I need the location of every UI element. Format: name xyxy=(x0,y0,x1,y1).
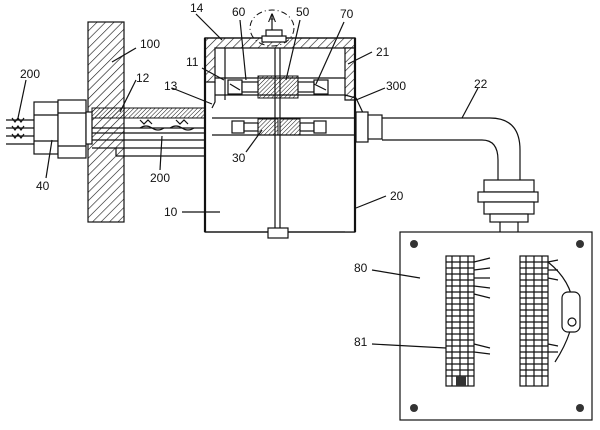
connector-row-bottom xyxy=(212,117,355,136)
label-60: 60 xyxy=(232,5,246,19)
label-40: 40 xyxy=(36,179,50,193)
connector-row-top xyxy=(215,75,365,116)
label-22: 22 xyxy=(474,77,488,91)
detail-a-marker xyxy=(249,9,295,47)
conduit-pipe xyxy=(91,107,213,157)
label-10: 10 xyxy=(164,205,178,219)
label-14: 14 xyxy=(190,1,204,15)
cable-gland-40 xyxy=(6,99,93,159)
label-50: 50 xyxy=(296,5,310,19)
terminal-block-right xyxy=(519,255,559,387)
label-200-top: 200 xyxy=(20,67,40,81)
label-200-bottom: 200 xyxy=(150,171,170,185)
wall xyxy=(87,21,125,223)
right-gland-and-conduit xyxy=(355,111,539,232)
label-80: 80 xyxy=(354,261,368,275)
label-11: 11 xyxy=(186,55,199,69)
label-81: 81 xyxy=(354,335,368,349)
label-12: 12 xyxy=(136,71,150,85)
label-A: A xyxy=(268,11,276,25)
label-100: 100 xyxy=(140,37,160,51)
label-70: 70 xyxy=(340,7,354,21)
reference-labels: 100 14 60 A 50 70 11 21 200 12 13 300 22… xyxy=(20,1,488,349)
label-21: 21 xyxy=(376,45,390,59)
terminal-block-left xyxy=(445,255,491,387)
label-300: 300 xyxy=(386,79,406,93)
junction-box xyxy=(399,231,593,421)
label-30: 30 xyxy=(232,151,246,165)
enclosure xyxy=(203,37,357,239)
label-13: 13 xyxy=(164,79,178,93)
label-20: 20 xyxy=(390,189,404,203)
leader-lines xyxy=(17,13,479,349)
